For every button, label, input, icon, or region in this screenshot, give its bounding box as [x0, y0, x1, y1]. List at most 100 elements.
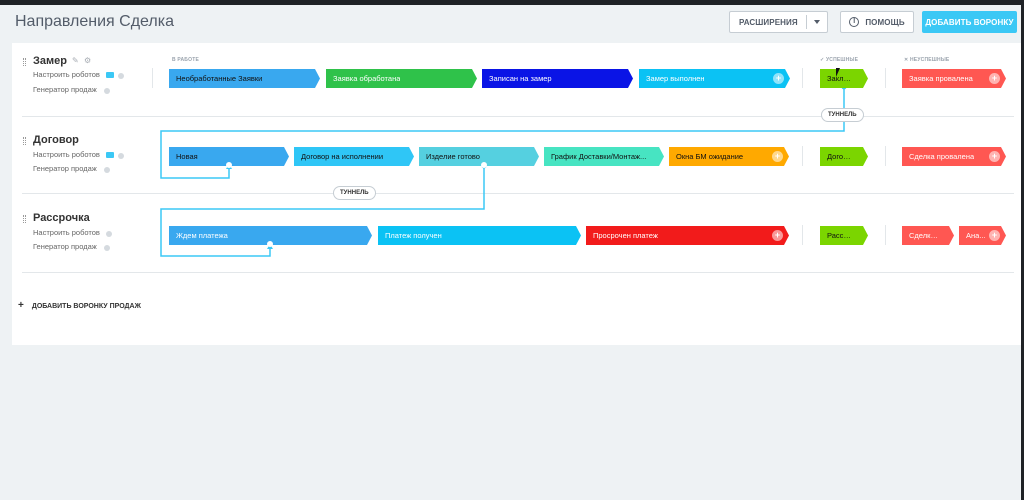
stage-label: Окна БМ ожидание	[676, 152, 744, 161]
fail-stage[interactable]: Заявка провалена +	[902, 69, 1006, 88]
connector-dot[interactable]	[267, 241, 273, 247]
stage[interactable]: Договор на исполнении	[294, 147, 414, 166]
row-divider	[22, 193, 1014, 194]
extensions-button[interactable]: РАСШИРЕНИЯ	[729, 11, 828, 33]
tunnel-badge[interactable]: ТУННЕЛЬ	[821, 108, 864, 122]
fail-stage[interactable]: Сделка...	[902, 226, 954, 245]
success-stage[interactable]: Заключ...	[820, 69, 868, 88]
column-fail-label: НЕУСПЕШНЫЕ	[909, 57, 950, 63]
stage-label: Рассро...	[827, 231, 854, 240]
generator-link[interactable]: Генератор продаж	[33, 164, 97, 173]
stage[interactable]: Изделие готово	[419, 147, 539, 166]
stage-label: Догово...	[827, 152, 854, 161]
help-icon[interactable]	[104, 167, 110, 173]
help-icon[interactable]	[104, 245, 110, 251]
gear-icon[interactable]: ⚙	[84, 56, 92, 65]
stage[interactable]: График Доставки/Монтаж...	[544, 147, 664, 166]
stage-label: Необработанные Заявки	[176, 74, 263, 83]
column-divider	[152, 68, 153, 88]
stage-label: Договор на исполнении	[301, 152, 384, 161]
column-fail: ✕ НЕУСПЕШНЫЕ	[904, 57, 949, 63]
caret-down-icon[interactable]	[814, 20, 820, 24]
mouse-cursor	[836, 68, 840, 77]
help-label: ПОМОЩЬ	[865, 17, 905, 27]
plus-icon: +	[18, 300, 24, 311]
funnels-panel	[12, 43, 1021, 345]
add-sales-funnel-link[interactable]: + ДОБАВИТЬ ВОРОНКУ ПРОДАЖ	[18, 300, 141, 311]
help-icon[interactable]	[118, 73, 124, 79]
column-divider	[802, 225, 803, 245]
tunnel-badge[interactable]: ТУННЕЛЬ	[333, 186, 376, 200]
stage-label: Сделка...	[909, 231, 940, 240]
page-title: Направления Сделка	[15, 13, 175, 30]
stage[interactable]: Замер выполнен +	[639, 69, 790, 88]
robot-icon	[106, 72, 114, 78]
extensions-label: РАСШИРЕНИЯ	[739, 17, 798, 27]
row-divider	[22, 272, 1014, 273]
stage[interactable]: Окна БМ ожидание +	[669, 147, 789, 166]
column-in-work: В РАБОТЕ	[172, 57, 199, 63]
stage[interactable]: Ждем платежа	[169, 226, 372, 245]
stage-label: Замер выполнен	[646, 74, 705, 83]
success-stage[interactable]: Рассро...	[820, 226, 868, 245]
plus-icon[interactable]: +	[772, 151, 783, 162]
plus-icon[interactable]: +	[772, 230, 783, 241]
help-button[interactable]: i ПОМОЩЬ	[840, 11, 914, 33]
robots-link[interactable]: Настроить роботов	[33, 70, 100, 79]
fail-stage[interactable]: Ана...+	[959, 226, 1006, 245]
robots-link[interactable]: Настроить роботов	[33, 228, 100, 237]
column-divider	[802, 146, 803, 166]
help-icon: i	[849, 17, 860, 27]
cross-icon: ✕	[904, 57, 910, 63]
stage[interactable]: Платеж получен	[378, 226, 581, 245]
stage-label: Ждем платежа	[176, 231, 228, 240]
window-top-strip	[0, 0, 1024, 5]
stage[interactable]: Просрочен платеж +	[586, 226, 789, 245]
robots-link[interactable]: Настроить роботов	[33, 150, 100, 159]
stage-label: Заключ...	[827, 74, 853, 83]
drag-handle[interactable]	[23, 58, 26, 66]
help-icon[interactable]	[106, 231, 112, 237]
button-divider	[806, 15, 807, 29]
stage-label: Заявка провалена	[909, 74, 973, 83]
add-sales-funnel-label: ДОБАВИТЬ ВОРОНКУ ПРОДАЖ	[31, 303, 141, 310]
robot-icon	[106, 152, 114, 158]
help-icon[interactable]	[104, 88, 110, 94]
stage-label: Новая	[176, 152, 198, 161]
add-funnel-button[interactable]: ДОБАВИТЬ ВОРОНКУ	[922, 11, 1017, 33]
help-icon[interactable]	[118, 153, 124, 159]
connector-dot[interactable]	[481, 162, 487, 168]
column-success: ✓ УСПЕШНЫЕ	[820, 57, 858, 63]
stage-label: Платеж получен	[385, 231, 442, 240]
row-divider	[22, 116, 1014, 117]
drag-handle[interactable]	[23, 215, 26, 223]
plus-icon[interactable]: +	[773, 73, 784, 84]
success-stage[interactable]: Догово...	[820, 147, 868, 166]
funnel-title: Рассрочка	[33, 212, 90, 224]
fail-stage[interactable]: Сделка провалена +	[902, 147, 1006, 166]
check-icon: ✓	[820, 57, 826, 63]
stage-label: Записан на замер	[489, 74, 552, 83]
stage[interactable]: Необработанные Заявки	[169, 69, 320, 88]
plus-icon[interactable]: +	[989, 73, 1000, 84]
generator-link[interactable]: Генератор продаж	[33, 242, 97, 251]
column-divider	[885, 146, 886, 166]
stage-label: Ана...	[966, 231, 986, 240]
generator-link[interactable]: Генератор продаж	[33, 85, 97, 94]
stage[interactable]: Записан на замер	[482, 69, 633, 88]
drag-handle[interactable]	[23, 137, 26, 145]
column-divider	[885, 68, 886, 88]
pencil-icon[interactable]: ✎	[72, 56, 79, 65]
column-divider	[802, 68, 803, 88]
stage-label: Просрочен платеж	[593, 231, 658, 240]
plus-icon[interactable]: +	[989, 230, 1000, 241]
stage[interactable]: Заявка обработана	[326, 69, 477, 88]
stage-label: Сделка провалена	[909, 152, 975, 161]
funnel-title: Замер	[33, 55, 67, 67]
column-divider	[885, 225, 886, 245]
stage[interactable]: Новая	[169, 147, 289, 166]
connector-dot[interactable]	[226, 162, 232, 168]
page-header: Направления Сделка РАСШИРЕНИЯ i ПОМОЩЬ Д…	[0, 5, 1021, 41]
plus-icon[interactable]: +	[989, 151, 1000, 162]
stage-label: График Доставки/Монтаж...	[551, 152, 647, 161]
